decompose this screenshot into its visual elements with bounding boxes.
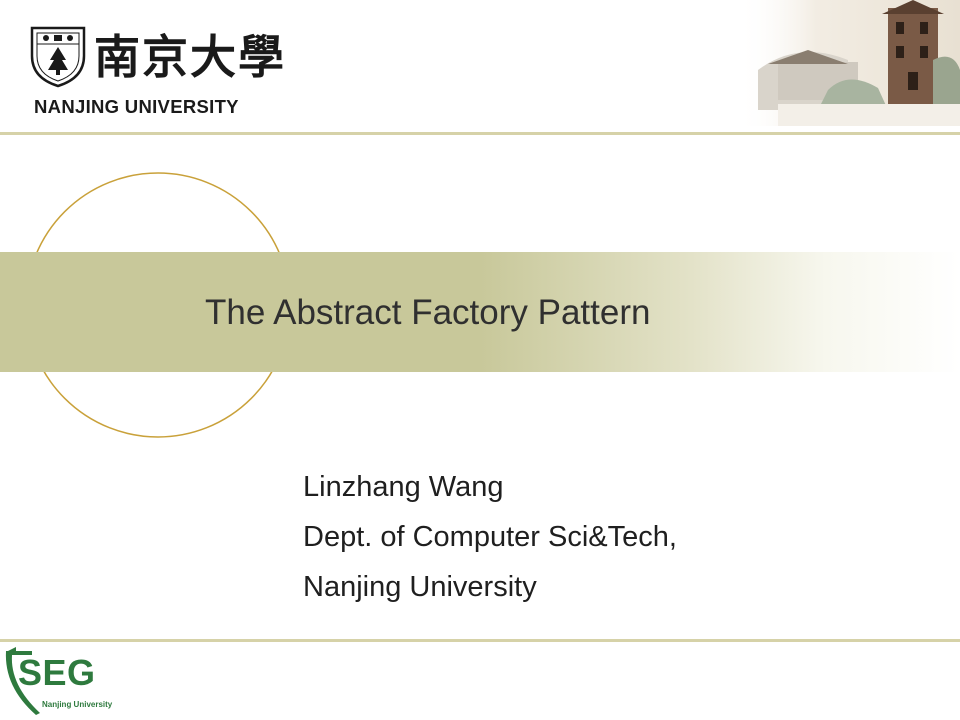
department-name: Dept. of Computer Sci&Tech, [303,521,677,553]
slide-header: 南京大學 NANJING UNIVERSITY [0,0,960,135]
seg-logo-subtext: Nanjing University [42,700,113,709]
university-name-english: NANJING UNIVERSITY [34,96,239,117]
title-band [0,252,960,372]
nanjing-university-crest-icon [30,26,86,88]
author-name: Linzhang Wang [303,471,504,503]
header-divider [0,132,960,135]
university-name-chinese: 南京大學 [94,30,286,84]
institution-name: Nanjing University [303,571,537,603]
seg-logo-text: SEG [18,652,96,693]
slide-title: The Abstract Factory Pattern [205,293,651,332]
seg-logo: SEG Nanjing University [2,645,122,717]
slide-subtitle: Linzhang Wang Dept. of Computer Sci&Tech… [303,462,943,612]
seg-logo-mark-icon [5,647,40,715]
university-logo: 南京大學 NANJING UNIVERSITY [28,22,284,122]
footer-divider [0,639,960,642]
campus-tower-photo [738,0,960,126]
